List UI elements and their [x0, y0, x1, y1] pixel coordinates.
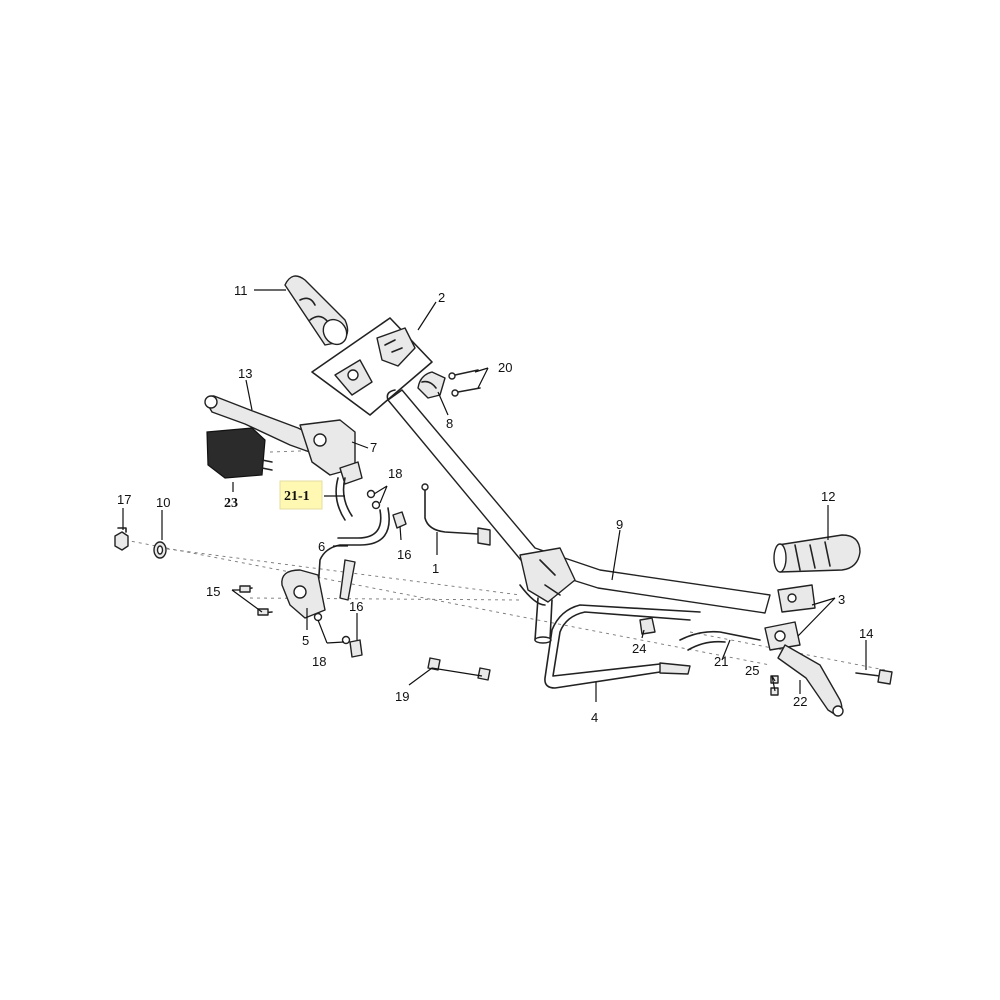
- callout-15: 15: [206, 584, 220, 599]
- callout-12: 12: [821, 489, 835, 504]
- callout-18-lower: 18: [312, 654, 326, 669]
- brake-cable-4: [544, 604, 701, 689]
- master-cylinder: [299, 419, 363, 485]
- callout-25: 25: [745, 663, 759, 678]
- right-switch-3: [764, 584, 816, 651]
- callout-10: 10: [156, 495, 170, 510]
- callout-7: 7: [370, 440, 377, 455]
- screws-20: [448, 369, 481, 397]
- callout-9: 9: [616, 517, 623, 532]
- throttle-cable: [421, 483, 491, 546]
- callout-4: 4: [591, 710, 598, 725]
- callout-21-1: 21-1: [284, 489, 310, 504]
- leader-lines: [122, 289, 867, 702]
- brake-hose: [317, 507, 390, 601]
- callout-5: 5: [302, 633, 309, 648]
- callout-13: 13: [238, 366, 252, 381]
- callout-22: 22: [793, 694, 807, 709]
- brake-caliper: [281, 569, 326, 619]
- callout-24: 24: [632, 641, 646, 656]
- callout-23: 23: [224, 496, 238, 511]
- callout-16-lower: 16: [349, 599, 363, 614]
- front-brake-lever: [204, 395, 323, 456]
- banjo-bolt-lower: [313, 612, 363, 658]
- callout-14: 14: [859, 626, 873, 641]
- callout-19: 19: [395, 689, 409, 704]
- callout-20: 20: [498, 360, 512, 375]
- callout-1: 1: [432, 561, 439, 576]
- left-switch-assembly: [311, 317, 433, 416]
- handlebar: [386, 389, 771, 644]
- connector-24: [639, 617, 656, 635]
- brake-switch-23: [206, 427, 273, 479]
- rear-brake-lever: [777, 644, 844, 717]
- callout-21: 21: [714, 654, 728, 669]
- callout-labels: 11 2 20 8 13 7 23 21-1 18 16 6 1 9 17 10…: [117, 283, 873, 725]
- callout-16-upper: 16: [397, 547, 411, 562]
- washer-10: [153, 541, 167, 559]
- clamp: [417, 371, 446, 399]
- left-grip: [284, 275, 349, 346]
- nut-17: [114, 527, 129, 551]
- callout-3: 3: [838, 592, 845, 607]
- bolt-14: [855, 669, 893, 685]
- bolts-15: [239, 585, 273, 616]
- cable-21: [679, 630, 761, 651]
- callout-2: 2: [438, 290, 445, 305]
- right-grip: [773, 534, 861, 573]
- callout-21-1-highlight: [279, 480, 323, 510]
- callout-6: 6: [318, 539, 325, 554]
- cable-21-1: [335, 477, 353, 521]
- callout-17: 17: [117, 492, 131, 507]
- callout-8: 8: [446, 416, 453, 431]
- screws-19: [427, 657, 491, 681]
- callout-11: 11: [234, 283, 248, 298]
- callout-18-upper: 18: [388, 466, 402, 481]
- banjo-bolt-upper: [366, 489, 407, 529]
